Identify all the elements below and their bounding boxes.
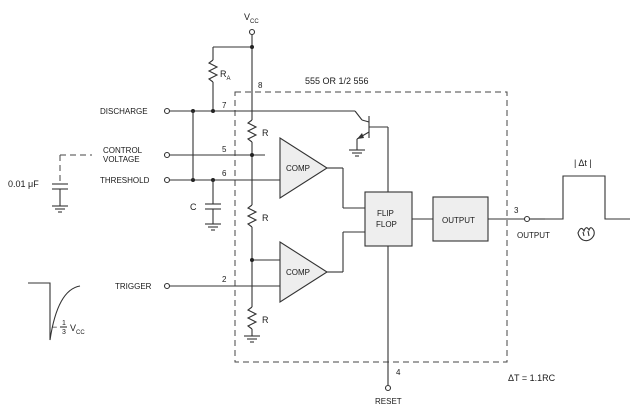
- cap-001-ground-icon: [52, 205, 68, 213]
- discharge-to-transistor: [354, 110, 363, 121]
- output-block: [432, 196, 489, 242]
- control-label-line2: VOLTAGE: [103, 155, 140, 164]
- output-terminal: [523, 215, 531, 223]
- output-block-label: OUTPUT: [442, 216, 475, 225]
- r-mid-label: R: [262, 213, 269, 223]
- transistor-collector: [361, 119, 370, 123]
- pulse-width-label: | Δt |: [574, 158, 592, 168]
- trigger-waveform: [28, 282, 81, 341]
- discharge-terminal: [163, 107, 171, 115]
- control-junction: [250, 153, 254, 157]
- lower-ref-junction: [250, 258, 254, 262]
- vcc-label: VCC: [244, 12, 259, 25]
- transistor-emitter-arrow: [357, 133, 364, 139]
- threshold-label: THRESHOLD: [100, 176, 150, 185]
- comp-upper: [279, 136, 329, 200]
- reset-label: RESET: [375, 397, 402, 406]
- trigger-label: TRIGGER: [115, 282, 152, 291]
- r-top-label: R: [262, 128, 269, 138]
- discharge-label: DISCHARGE: [100, 107, 148, 116]
- trigger-level-label: − 1 3 VCC: [52, 320, 85, 336]
- transistor-ground-icon: [349, 149, 365, 157]
- r-bot-resistor: [246, 306, 258, 330]
- flipflop-label-line1: FLIP: [377, 209, 394, 218]
- output-label: OUTPUT: [517, 231, 550, 240]
- trigger-terminal: [163, 282, 171, 290]
- flipflop-block: [364, 191, 413, 247]
- timing-formula: ΔT = 1.1RC: [508, 373, 556, 383]
- svg-text:VCC: VCC: [70, 323, 85, 336]
- comp-upper-label: COMP: [286, 164, 310, 173]
- comp-lower-label: COMP: [286, 268, 310, 277]
- r-bot-label: R: [262, 315, 269, 325]
- ra-resistor: [207, 59, 219, 83]
- r-top-resistor: [246, 119, 258, 143]
- pin-5-label: 5: [222, 145, 227, 154]
- control-label-line1: CONTROL: [103, 146, 143, 155]
- pin-3-label: 3: [514, 206, 519, 215]
- cap-c-label: C: [190, 202, 197, 212]
- ic-boundary: [234, 91, 508, 363]
- discharge-junction-ra: [211, 109, 215, 113]
- ic-label: 555 OR 1/2 556: [305, 76, 369, 86]
- hand-wave-icon: [577, 227, 595, 242]
- flipflop-label-line2: FLOP: [376, 220, 397, 229]
- pin-2-label: 2: [222, 275, 227, 284]
- threshold-terminal: [163, 176, 171, 184]
- divider-ground-icon: [244, 335, 260, 343]
- pin-6-label: 6: [222, 169, 227, 178]
- ra-label: RA: [220, 69, 231, 82]
- control-terminal: [163, 151, 171, 159]
- comp-lower: [279, 240, 329, 304]
- svg-text:3: 3: [62, 329, 66, 336]
- cap-c-ground-icon: [205, 223, 221, 231]
- pin-4-label: 4: [396, 368, 401, 377]
- output-pulse-waveform: [545, 175, 630, 220]
- vcc-terminal: [248, 28, 256, 36]
- svg-text:1: 1: [62, 320, 66, 327]
- svg-text:−: −: [52, 322, 57, 332]
- cap-value-label: 0.01 μF: [8, 179, 39, 189]
- reset-terminal: [384, 384, 392, 392]
- pin-7-label: 7: [222, 101, 227, 110]
- vcc-junction: [250, 45, 254, 49]
- pin-8-label: 8: [258, 81, 263, 90]
- r-mid-resistor: [246, 204, 258, 228]
